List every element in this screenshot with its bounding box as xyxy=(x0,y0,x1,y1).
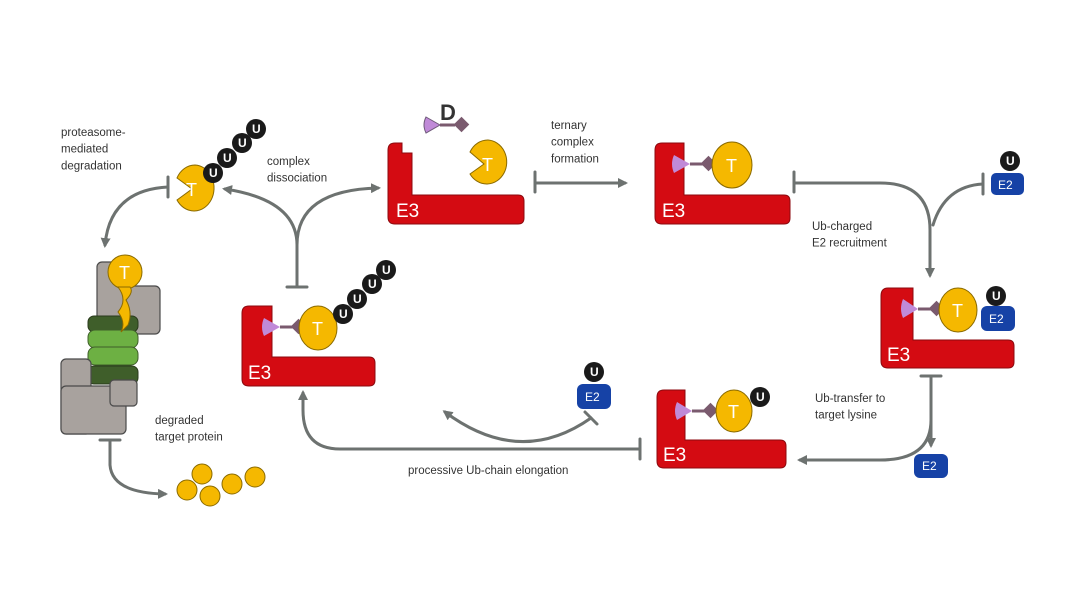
e3-label-poly: E3 xyxy=(248,363,271,384)
ub-label-poly-2: U xyxy=(353,292,362,306)
ub-label-released-4: U xyxy=(252,122,261,136)
ub-label-right: U xyxy=(992,289,1001,303)
ub-label-released-2: U xyxy=(223,151,232,165)
e3-label-free: E3 xyxy=(396,201,419,222)
target-label-poly: T xyxy=(312,319,323,339)
ub-charged-e2-bottom: E2 U xyxy=(577,362,611,409)
target-label-right: T xyxy=(952,301,963,321)
free-e2-released: E2 xyxy=(914,454,948,478)
poly-ub-complex: E3 T U U U U xyxy=(241,260,396,387)
ub-label-poly-1: U xyxy=(339,307,348,321)
label-chain-elongation: processive Ub-chain elongation xyxy=(408,465,568,477)
e2-label-released: E2 xyxy=(922,459,937,473)
e2-label-top: E2 xyxy=(998,178,1013,192)
mono-ub-complex: E3 T U xyxy=(656,387,787,469)
e2-label-bottom: E2 xyxy=(585,390,600,404)
target-label-free: T xyxy=(482,155,493,175)
released-poly-ub-target: T U U U U xyxy=(176,119,266,212)
arrow-ternary-formation xyxy=(533,170,628,194)
ub-label-poly-4: U xyxy=(382,263,391,277)
target-label-proteasome: T xyxy=(119,263,130,283)
arrow-ub-transfer xyxy=(797,374,943,465)
ub-charged-e2-top: E2 U xyxy=(991,151,1024,195)
arrow-chain-elongation xyxy=(298,390,642,461)
ub-label-released-3: U xyxy=(238,136,247,150)
ternary-complex: E3 T xyxy=(654,141,791,225)
arrows xyxy=(98,170,985,499)
e3-label-ternary: E3 xyxy=(662,201,685,222)
ub-label-top-e2: U xyxy=(1006,154,1015,168)
ub-label-mono: U xyxy=(756,390,765,404)
target-label-mono: T xyxy=(728,402,739,422)
e3-label-right: E3 xyxy=(887,345,910,366)
target-label-released: T xyxy=(186,180,197,200)
arrow-e2-recruitment xyxy=(792,170,985,278)
degrader-molecule: D xyxy=(423,100,470,134)
degrader-label: D xyxy=(440,100,456,125)
ub-label-poly-3: U xyxy=(368,277,377,291)
e3-label-mono: E3 xyxy=(663,445,686,466)
arrow-proteasome-entry xyxy=(100,175,170,248)
ub-label-bottom-e2: U xyxy=(590,365,599,379)
target-label-ternary: T xyxy=(726,156,737,176)
degraded-fragments xyxy=(176,463,266,507)
arrow-complex-dissociation xyxy=(222,183,381,289)
proteasome: T xyxy=(60,254,161,435)
arrow-degradation-output xyxy=(98,438,168,499)
e2-label-right: E2 xyxy=(989,312,1004,326)
ub-label-released-1: U xyxy=(209,166,218,180)
e3-target-e2-complex: E3 T E2 U xyxy=(880,286,1015,369)
e3-ligase-free: E3 xyxy=(387,142,525,225)
target-protein-free: T xyxy=(469,139,508,185)
